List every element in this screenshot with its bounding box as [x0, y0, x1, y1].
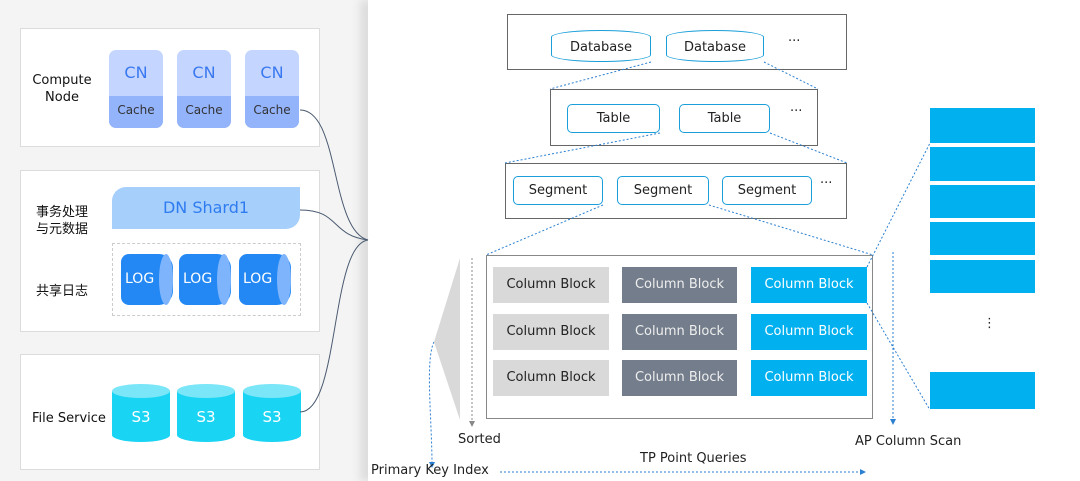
tp-point-queries-label: TP Point Queries	[640, 451, 747, 466]
column-block: Column Block	[622, 267, 737, 303]
dn-label-1: 事务处理	[35, 205, 88, 220]
scanned-column-block	[930, 372, 1035, 409]
dn-shard: DN Shard1	[112, 187, 300, 229]
database-node: Database	[666, 30, 764, 62]
table-node: Table	[679, 104, 770, 133]
scanned-column-block	[930, 147, 1035, 181]
vertical-ellipsis: ⋮	[983, 316, 996, 331]
cn-label: CN	[192, 63, 216, 82]
log-cylinder: LOG	[179, 254, 231, 305]
segment-node: Segment	[513, 176, 603, 205]
scanned-column-block	[930, 260, 1035, 293]
cache-label: Cache	[245, 96, 299, 128]
s3-cylinder: S3	[112, 384, 170, 442]
log-cylinder: LOG	[121, 254, 173, 305]
segment-node: Segment	[722, 176, 812, 205]
cn-node: CN Cache	[245, 50, 299, 128]
column-block: Column Block	[493, 267, 609, 303]
cn-label: CN	[260, 63, 284, 82]
scanned-column-block	[930, 222, 1035, 255]
table-more: ...	[790, 100, 803, 115]
file-service-label: File Service	[32, 411, 106, 426]
table-node: Table	[567, 104, 660, 133]
column-block: Column Block	[622, 360, 737, 396]
dn-label-2: 与元数据	[35, 222, 88, 237]
primary-key-index-label: Primary Key Index	[371, 463, 489, 478]
s3-cylinder: S3	[177, 384, 235, 442]
log-group	[112, 243, 301, 316]
cache-label: Cache	[109, 96, 163, 128]
cache-label: Cache	[177, 96, 231, 128]
shared-log-label: 共享日志	[35, 284, 88, 299]
database-node: Database	[551, 30, 651, 62]
database-more: ...	[788, 30, 801, 45]
segment-node: Segment	[617, 176, 709, 205]
compute-node-label: Compute Node	[32, 73, 92, 105]
column-block: Column Block	[493, 360, 609, 396]
cn-label: CN	[124, 63, 148, 82]
column-block: Column Block	[622, 314, 737, 350]
column-block: Column Block	[493, 314, 609, 350]
column-block: Column Block	[751, 360, 867, 396]
primary-key-index-triangle	[434, 258, 460, 420]
scanned-column-block	[930, 185, 1035, 218]
column-block: Column Block	[751, 314, 867, 350]
segment-more: ...	[820, 172, 833, 187]
sorted-label: Sorted	[458, 432, 501, 447]
ap-column-scan-label: AP Column Scan	[855, 434, 962, 449]
cn-node: CN Cache	[109, 50, 163, 128]
log-cylinder: LOG	[239, 254, 291, 305]
column-block: Column Block	[751, 267, 867, 303]
s3-cylinder: S3	[243, 384, 301, 442]
cn-node: CN Cache	[177, 50, 231, 128]
scanned-column-block	[930, 108, 1035, 143]
